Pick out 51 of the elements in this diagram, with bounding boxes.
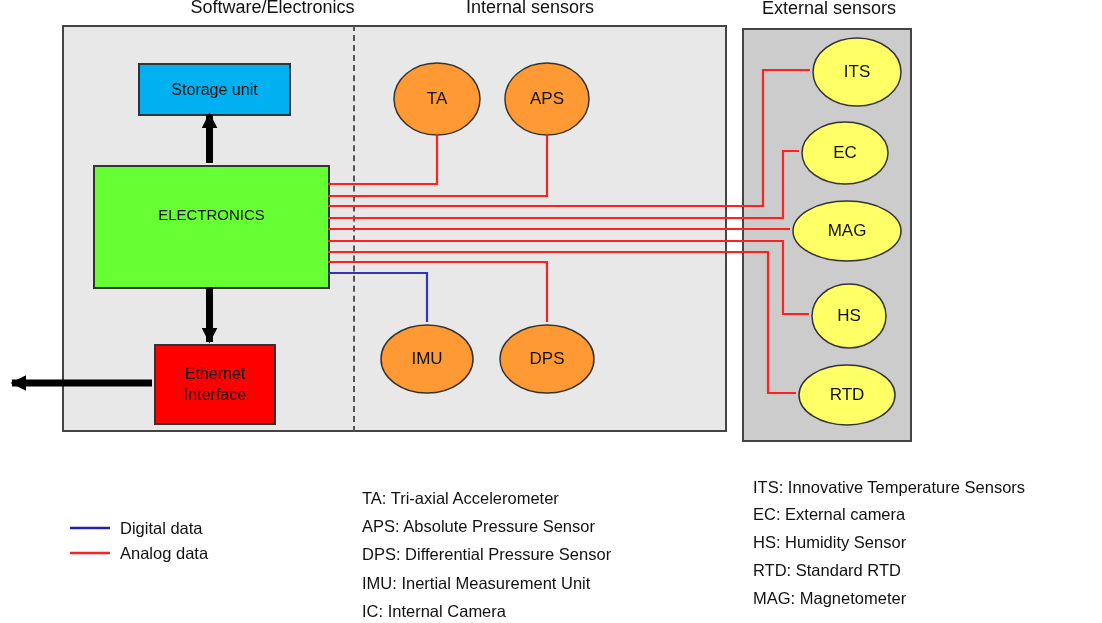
sensor-ellipse <box>380 324 474 394</box>
node-label: ELECTRONICS <box>158 205 265 225</box>
sensor-ellipse <box>792 200 902 262</box>
section-heading: External sensors <box>760 0 898 19</box>
sensor-ellipse <box>499 324 595 394</box>
sensor-ellipse <box>801 121 889 185</box>
arrow <box>201 287 218 344</box>
signal-wire <box>328 134 439 186</box>
node-label: MAG <box>827 219 867 242</box>
section-heading: Internal sensors <box>464 0 596 18</box>
electronics-box <box>93 165 330 289</box>
node-label: IMU <box>411 347 443 370</box>
node-label: Ethernet Interface <box>182 363 248 406</box>
arrow <box>201 112 218 163</box>
node-label: Storage unit <box>171 79 258 100</box>
section-heading: Software/Electronics <box>189 0 356 18</box>
signal-wire <box>328 134 549 198</box>
abbreviation-note: ITS: Innovative Temperature Sensors <box>753 477 1026 497</box>
sensor-ellipse <box>504 62 590 136</box>
signal-wire <box>328 149 799 220</box>
abbreviation-note: MAG: Magnetometer <box>753 588 907 608</box>
node-label: HS <box>837 304 861 327</box>
interface-box <box>154 344 276 425</box>
node-label: TA <box>426 87 448 110</box>
abbreviation-note: IMU: Inertial Measurement Unit <box>362 573 591 593</box>
sensor-ellipse <box>812 37 902 107</box>
node-label: DPS <box>529 347 565 370</box>
abbreviation-note: IC: Internal Camera <box>362 601 506 621</box>
sensor-ellipse <box>393 62 481 136</box>
node-label: APS <box>530 87 564 110</box>
abbreviation-note: TA: Tri-axial Accelerometer <box>362 488 559 508</box>
storage-box <box>138 63 291 116</box>
signal-wire <box>328 239 809 316</box>
node-label: RTD <box>829 383 865 406</box>
abbreviation-note: HS: Humidity Sensor <box>753 532 907 552</box>
signal-wire <box>328 68 810 208</box>
abbreviation-note: EC: External camera <box>753 504 906 524</box>
signal-wire <box>328 250 796 395</box>
sensor-ellipse <box>798 364 896 426</box>
node-label: EC <box>833 141 857 164</box>
abbreviation-note: RTD: Standard RTD <box>753 560 901 580</box>
signal-wire <box>328 271 429 322</box>
sensor-ellipse <box>811 283 887 349</box>
arrow <box>10 375 152 391</box>
node-label: ITS <box>843 60 871 83</box>
signal-wire <box>328 227 790 231</box>
abbreviation-note: DPS: Differential Pressure Sensor <box>362 544 612 564</box>
legend-label: Analog data <box>120 543 209 563</box>
signal-wire <box>328 260 549 322</box>
abbreviation-note: APS: Absolute Pressure Sensor <box>362 516 595 536</box>
legend-label: Digital data <box>120 518 203 538</box>
